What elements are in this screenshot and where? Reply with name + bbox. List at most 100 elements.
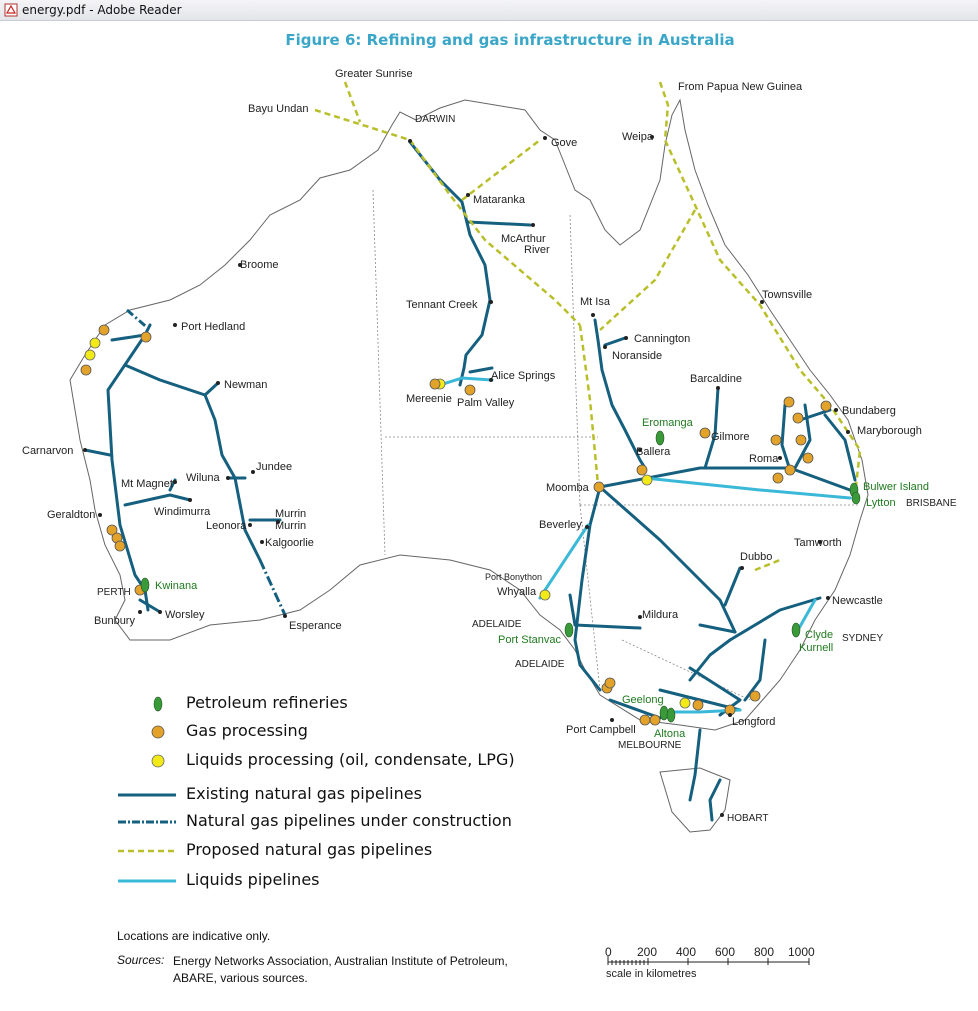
place-label: Roma (749, 453, 779, 465)
town-dot (173, 323, 177, 327)
place-label: Noranside (612, 350, 662, 362)
place-label: Port Campbell (566, 724, 636, 736)
sources-line: Energy Networks Association, Australian … (173, 954, 508, 968)
place-label: Carnarvon (22, 445, 73, 457)
refinery-clyde (791, 622, 801, 638)
legend-item-existing-pipelines: Existing natural gas pipelines (118, 783, 538, 807)
legend-item-proposed: Proposed natural gas pipelines (118, 839, 538, 863)
place-label: ADELAIDE (472, 619, 522, 630)
place-label: Newman (224, 379, 267, 391)
liquids-processing-sites (84, 337, 691, 709)
town-dot (216, 381, 220, 385)
place-label: Gove (551, 137, 577, 149)
place-label: Alice Springs (491, 370, 556, 382)
place-label: Bayu Undan (248, 103, 309, 115)
place-label: Tamworth (794, 537, 842, 549)
town-dot (826, 596, 830, 600)
liquids-site (641, 474, 653, 486)
scale-tick-label: 600 (715, 945, 735, 959)
place-label: Lytton (866, 497, 896, 509)
place-label: McArthur (501, 233, 546, 245)
legend-item-liquids-processing: Liquids processing (oil, condensate, LPG… (118, 749, 538, 773)
under-construction-symbol (118, 820, 176, 824)
town-dot (740, 566, 744, 570)
town-dot (818, 540, 822, 544)
town-dot (260, 540, 264, 544)
town-dot (283, 614, 287, 618)
place-label: Eromanga (642, 417, 694, 429)
place-label: Greater Sunrise (335, 68, 413, 80)
scale-tick-label: 200 (637, 945, 657, 959)
legend-item-under-construction: Natural gas pipelines under construction (118, 810, 538, 834)
town-dot (226, 476, 230, 480)
place-label: Geraldton (47, 509, 95, 521)
place-label: HOBART (727, 813, 769, 824)
window-title: energy.pdf - Adobe Reader (22, 3, 182, 17)
place-label: Bundaberg (842, 405, 896, 417)
legend-label: Existing natural gas pipelines (186, 784, 422, 803)
place-label: SYDNEY (842, 633, 883, 644)
legend-label: Petroleum refineries (186, 693, 348, 712)
liquids-site (89, 337, 101, 349)
place-label: Maryborough (857, 425, 922, 437)
town-dot (276, 520, 280, 524)
existing-pipeline-symbol (118, 793, 176, 797)
gas-processing-symbol (151, 725, 165, 739)
scale-bar: 0 200 400 600 800 1000 scale in kilometr… (605, 945, 815, 980)
town-dot (728, 713, 732, 717)
gas-site (604, 677, 616, 689)
liquids-processing-symbol (151, 754, 165, 768)
gas-site (639, 714, 651, 726)
town-dot (638, 448, 642, 452)
place-label: Port Stanvac (498, 634, 561, 646)
scale-tick-label: 400 (676, 945, 696, 959)
place-label: Townsville (762, 289, 812, 301)
town-dot (846, 430, 850, 434)
town-dots (83, 135, 850, 817)
place-label: Murrin (275, 508, 306, 520)
place-label: Ballera (636, 446, 671, 458)
place-label: Wiluna (186, 472, 221, 484)
gas-site (783, 396, 795, 408)
place-label: From Papua New Guinea (678, 81, 803, 93)
figure-title: Figure 6: Refining and gas infrastructur… (285, 31, 735, 49)
gas-site (792, 412, 804, 424)
town-dot (603, 345, 607, 349)
town-dot (716, 386, 720, 390)
gas-site (429, 378, 441, 390)
town-dot (834, 408, 838, 412)
gas-site (699, 427, 711, 439)
sources-text: Energy Networks Association, Australian … (173, 953, 573, 987)
gas-site (636, 464, 648, 476)
gas-site (593, 481, 605, 493)
town-dot (543, 136, 547, 140)
place-label: Dubbo (740, 551, 772, 563)
place-label: Beverley (539, 519, 582, 531)
town-dot (624, 336, 628, 340)
place-label: Mildura (642, 609, 679, 621)
state-borders (372, 189, 858, 701)
gas-site (106, 524, 118, 536)
proposed-gas-pipelines (314, 81, 862, 572)
tasmania-outline (659, 767, 731, 833)
place-label: BRISBANE (906, 498, 957, 509)
adobe-reader-icon (4, 3, 18, 17)
town-dot (489, 300, 493, 304)
town-dot (138, 610, 142, 614)
gas-site (802, 452, 814, 464)
place-label: Port Bonython (485, 572, 542, 582)
liquids-site (539, 589, 551, 601)
town-dot (760, 300, 764, 304)
place-label: Murrin (275, 520, 306, 532)
town-dot (531, 223, 535, 227)
place-label: Moomba (546, 482, 590, 494)
refinery-kwinana (140, 577, 150, 593)
legend-item-liquids-pipelines: Liquids pipelines (118, 869, 538, 893)
gas-site (140, 331, 152, 343)
town-dot (83, 448, 87, 452)
town-dot (98, 513, 102, 517)
place-label: River (524, 244, 550, 256)
legend-label: Natural gas pipelines under construction (186, 811, 512, 830)
gas-site (772, 472, 784, 484)
